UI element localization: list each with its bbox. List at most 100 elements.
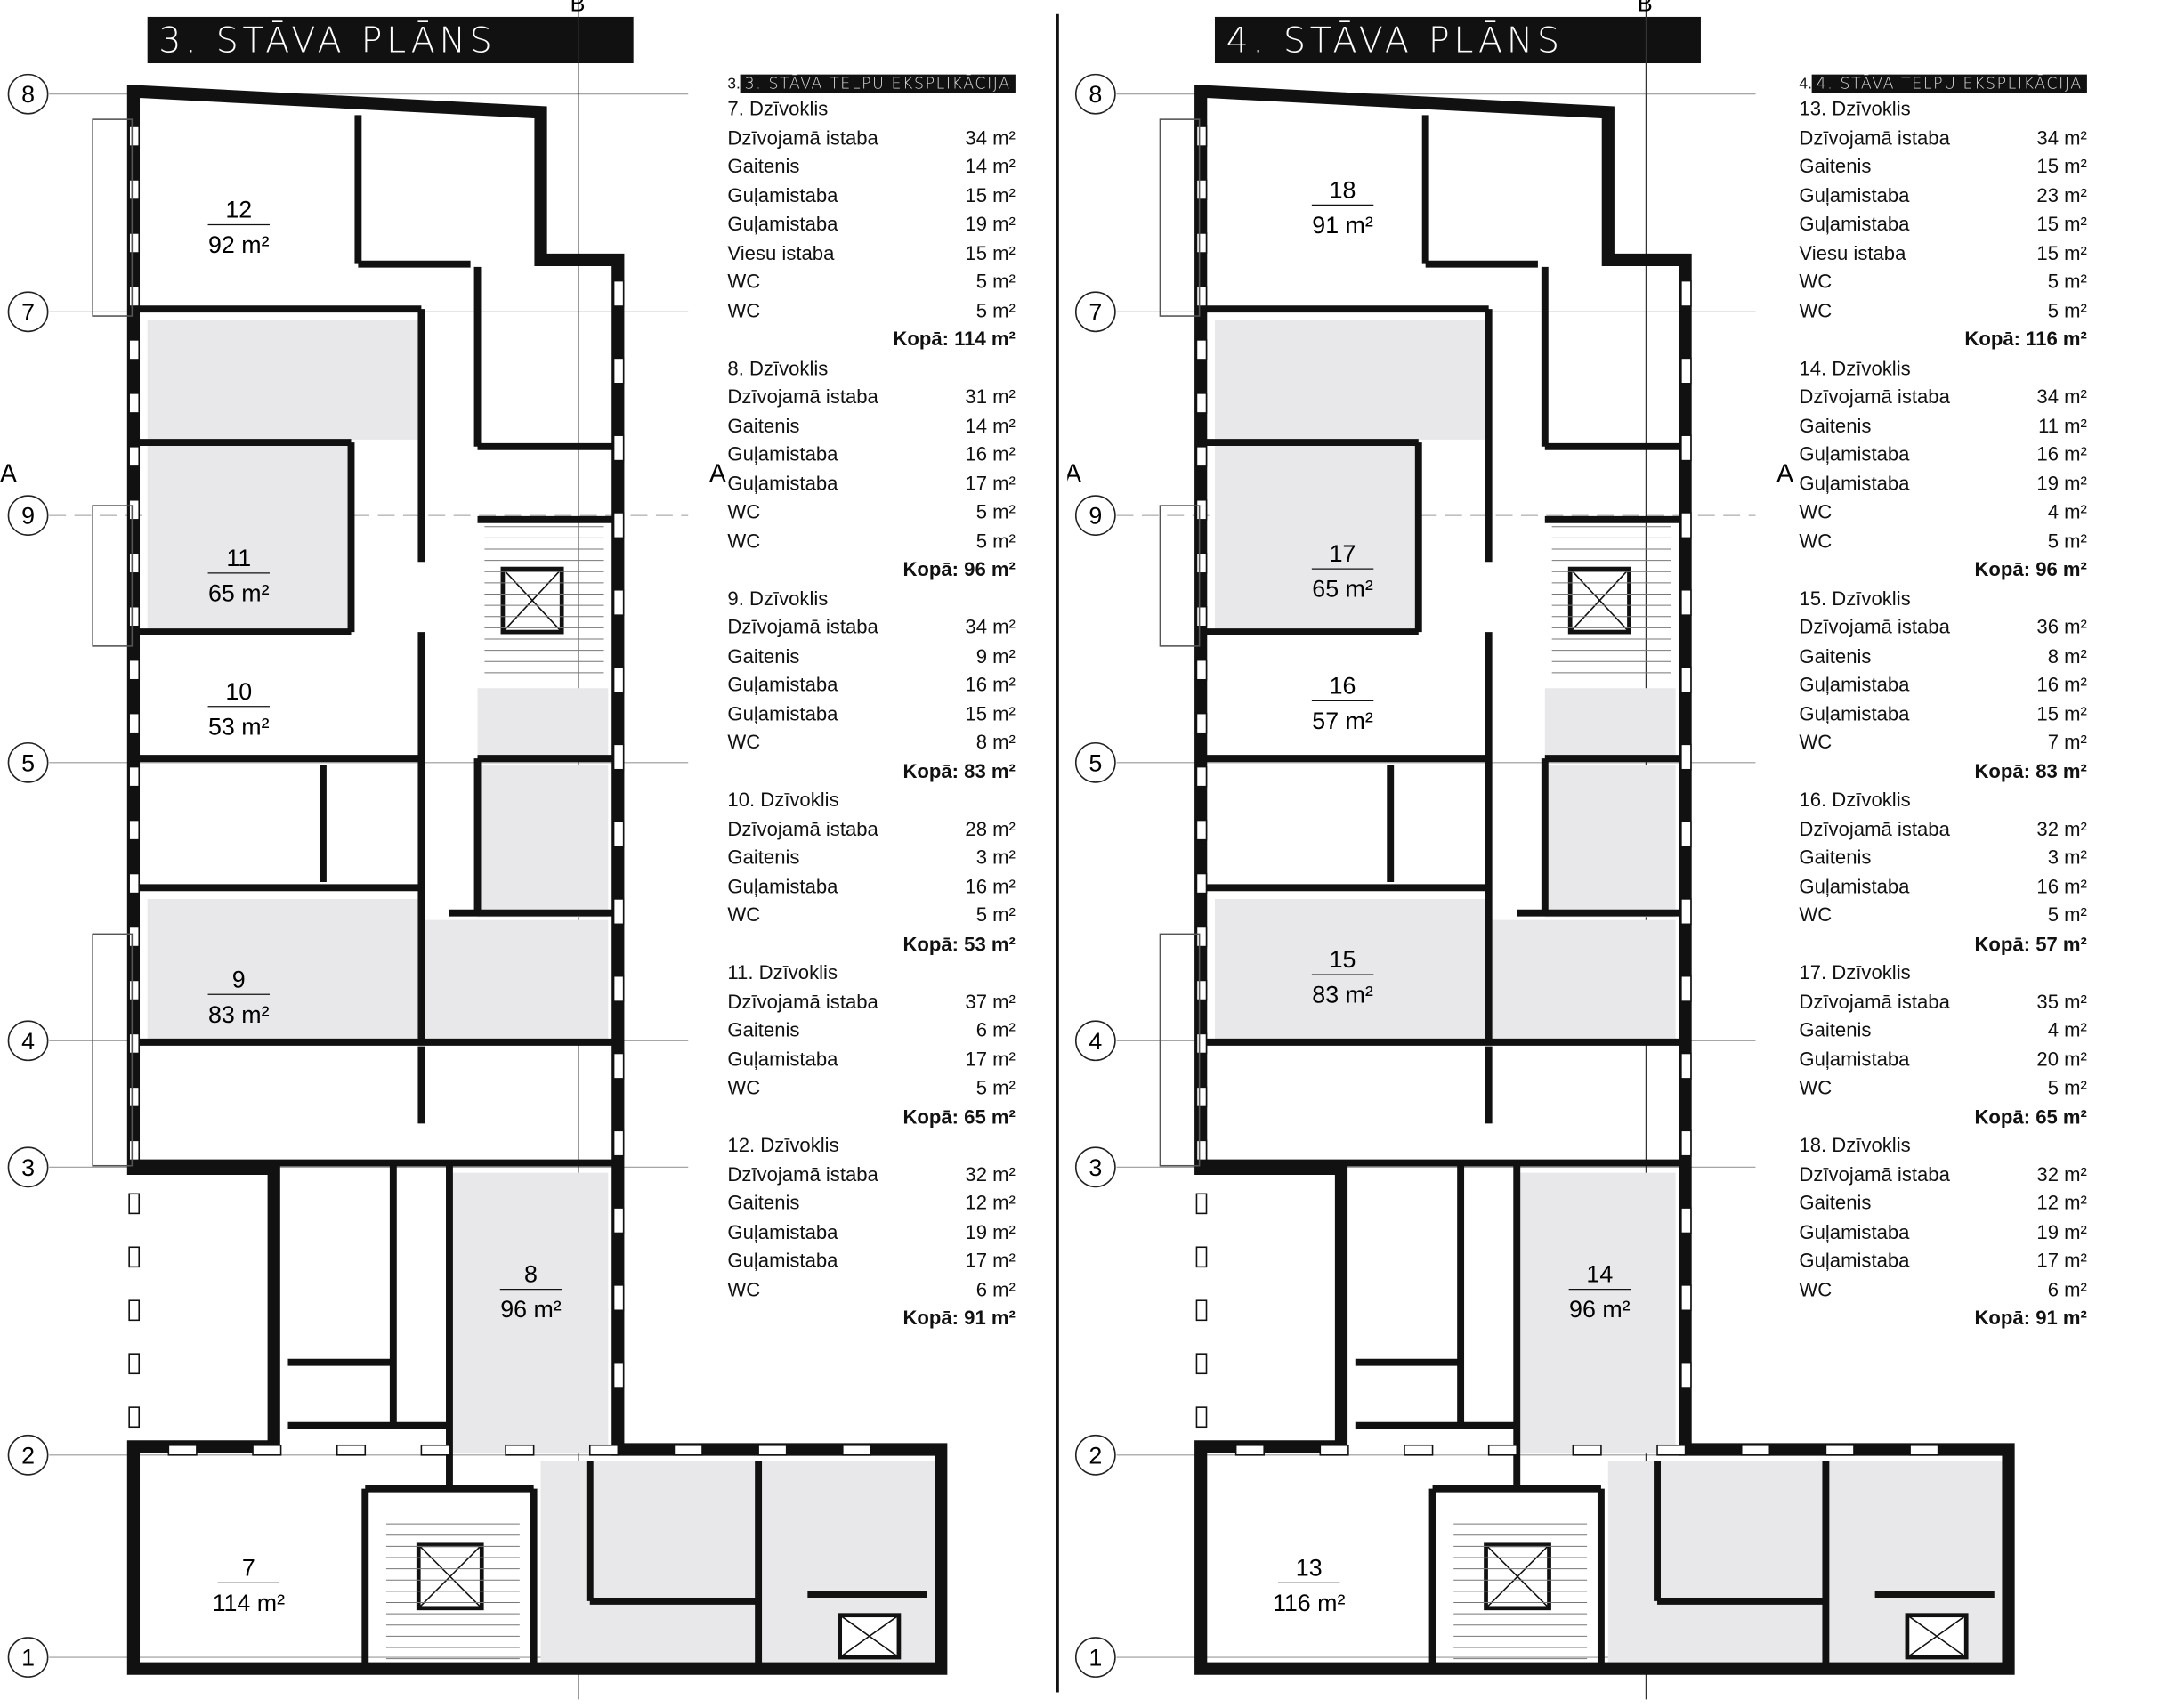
room-fill <box>1214 442 1419 633</box>
window <box>1825 1444 1855 1456</box>
room-type: Guļamistaba <box>727 182 838 206</box>
window <box>1195 712 1208 734</box>
room-area-value: 15 m² <box>965 701 1016 724</box>
grid-axis-marker <box>7 291 49 333</box>
room-area-value: 4 m² <box>2047 499 2087 523</box>
room-type: Gaitenis <box>1799 1191 1872 1214</box>
grid-axis-marker <box>1074 741 1116 783</box>
room-type: Guļamistaba <box>1799 701 1910 724</box>
room-fill <box>1544 765 1676 918</box>
window <box>1680 1207 1692 1234</box>
room-area-value: 17 m² <box>2036 1248 2087 1272</box>
room-area: 83 m² <box>1312 982 1373 1008</box>
window <box>612 357 625 385</box>
room-area-value: 37 m² <box>965 989 1016 1012</box>
plan-title: 3. STĀVA PLĀNS 1:200 <box>147 16 634 107</box>
room-area: 65 m² <box>208 579 270 606</box>
window <box>128 712 141 734</box>
window <box>1195 1139 1208 1162</box>
room-type: Guļamistaba <box>727 1219 838 1243</box>
room-area-value: 34 m² <box>965 125 1016 149</box>
window <box>1195 1193 1208 1215</box>
window <box>128 926 141 948</box>
grid-axis-label: 5 <box>21 749 35 776</box>
window <box>842 1444 872 1456</box>
room-fill <box>1488 919 1676 1040</box>
elevator-cross <box>1906 1615 1967 1658</box>
room-type: Dzīvojamā istaba <box>727 385 878 408</box>
grid-axis-marker <box>1074 1146 1116 1188</box>
room-type: WC <box>1799 903 1833 926</box>
room-type: Guļamistaba <box>1799 1219 1910 1243</box>
room-area-value: 15 m² <box>965 182 1016 206</box>
apartment-name: 8. Dzīvoklis <box>727 356 829 379</box>
room-type: Guļamistaba <box>727 471 838 494</box>
room-type: Gaitenis <box>1799 1018 1872 1041</box>
window <box>128 232 141 254</box>
window <box>1680 975 1692 1002</box>
window <box>128 1086 141 1108</box>
window <box>1740 1444 1771 1456</box>
room-row: Guļamistaba 15 m² <box>727 181 1015 209</box>
grid-axis-label: 8 <box>21 81 35 108</box>
room-area-value: 19 m² <box>965 212 1016 235</box>
window <box>1195 872 1208 894</box>
room-number: 8 <box>524 1261 538 1288</box>
room-area-value: 16 m² <box>2036 672 2087 696</box>
room-type: WC <box>1799 499 1833 523</box>
window <box>128 1406 141 1429</box>
room-fill <box>477 688 609 759</box>
room-type: Dzīvojamā istaba <box>727 615 878 638</box>
room-number: 13 <box>1296 1555 1323 1582</box>
window <box>1680 279 1692 307</box>
room-type: Dzīvojamā istaba <box>1799 125 1950 149</box>
room-area: 92 m² <box>208 231 270 258</box>
explication-title: 3. STĀVA TELPU EKSPLIKĀCIJA <box>740 75 1016 93</box>
room-number: 15 <box>1330 946 1356 973</box>
window <box>1195 498 1208 521</box>
room-type: WC <box>727 1075 761 1098</box>
room-type: Gaitenis <box>1799 154 1872 177</box>
sheet-divider <box>1056 13 1059 1693</box>
grid-axis-label: 9 <box>1088 503 1102 530</box>
exterior-wall <box>1194 85 2015 1675</box>
window <box>1656 1444 1687 1456</box>
room-area-value: 12 m² <box>2036 1191 2087 1214</box>
room-number: 10 <box>225 678 252 705</box>
window <box>1195 446 1208 467</box>
window <box>167 1444 198 1456</box>
room-area-value: 5 m² <box>2047 1075 2087 1098</box>
room-area-value: 35 m² <box>2036 989 2087 1012</box>
room-area-value: 11 m² <box>2038 413 2087 436</box>
room-type: Guļamistaba <box>1799 1047 1910 1070</box>
room-type: Guļamistaba <box>1799 672 1910 696</box>
section-b-label: B <box>571 0 586 17</box>
room-number: 7 <box>242 1555 255 1582</box>
window <box>128 393 141 414</box>
window <box>128 498 141 521</box>
apartment-name: 17. Dzīvoklis <box>1799 960 1911 984</box>
room-type: Guļamistaba <box>1799 212 1910 235</box>
room-area-value: 16 m² <box>965 672 1016 696</box>
grid-axis-label: 4 <box>21 1028 35 1055</box>
grid-axis-label: 8 <box>1088 81 1102 108</box>
